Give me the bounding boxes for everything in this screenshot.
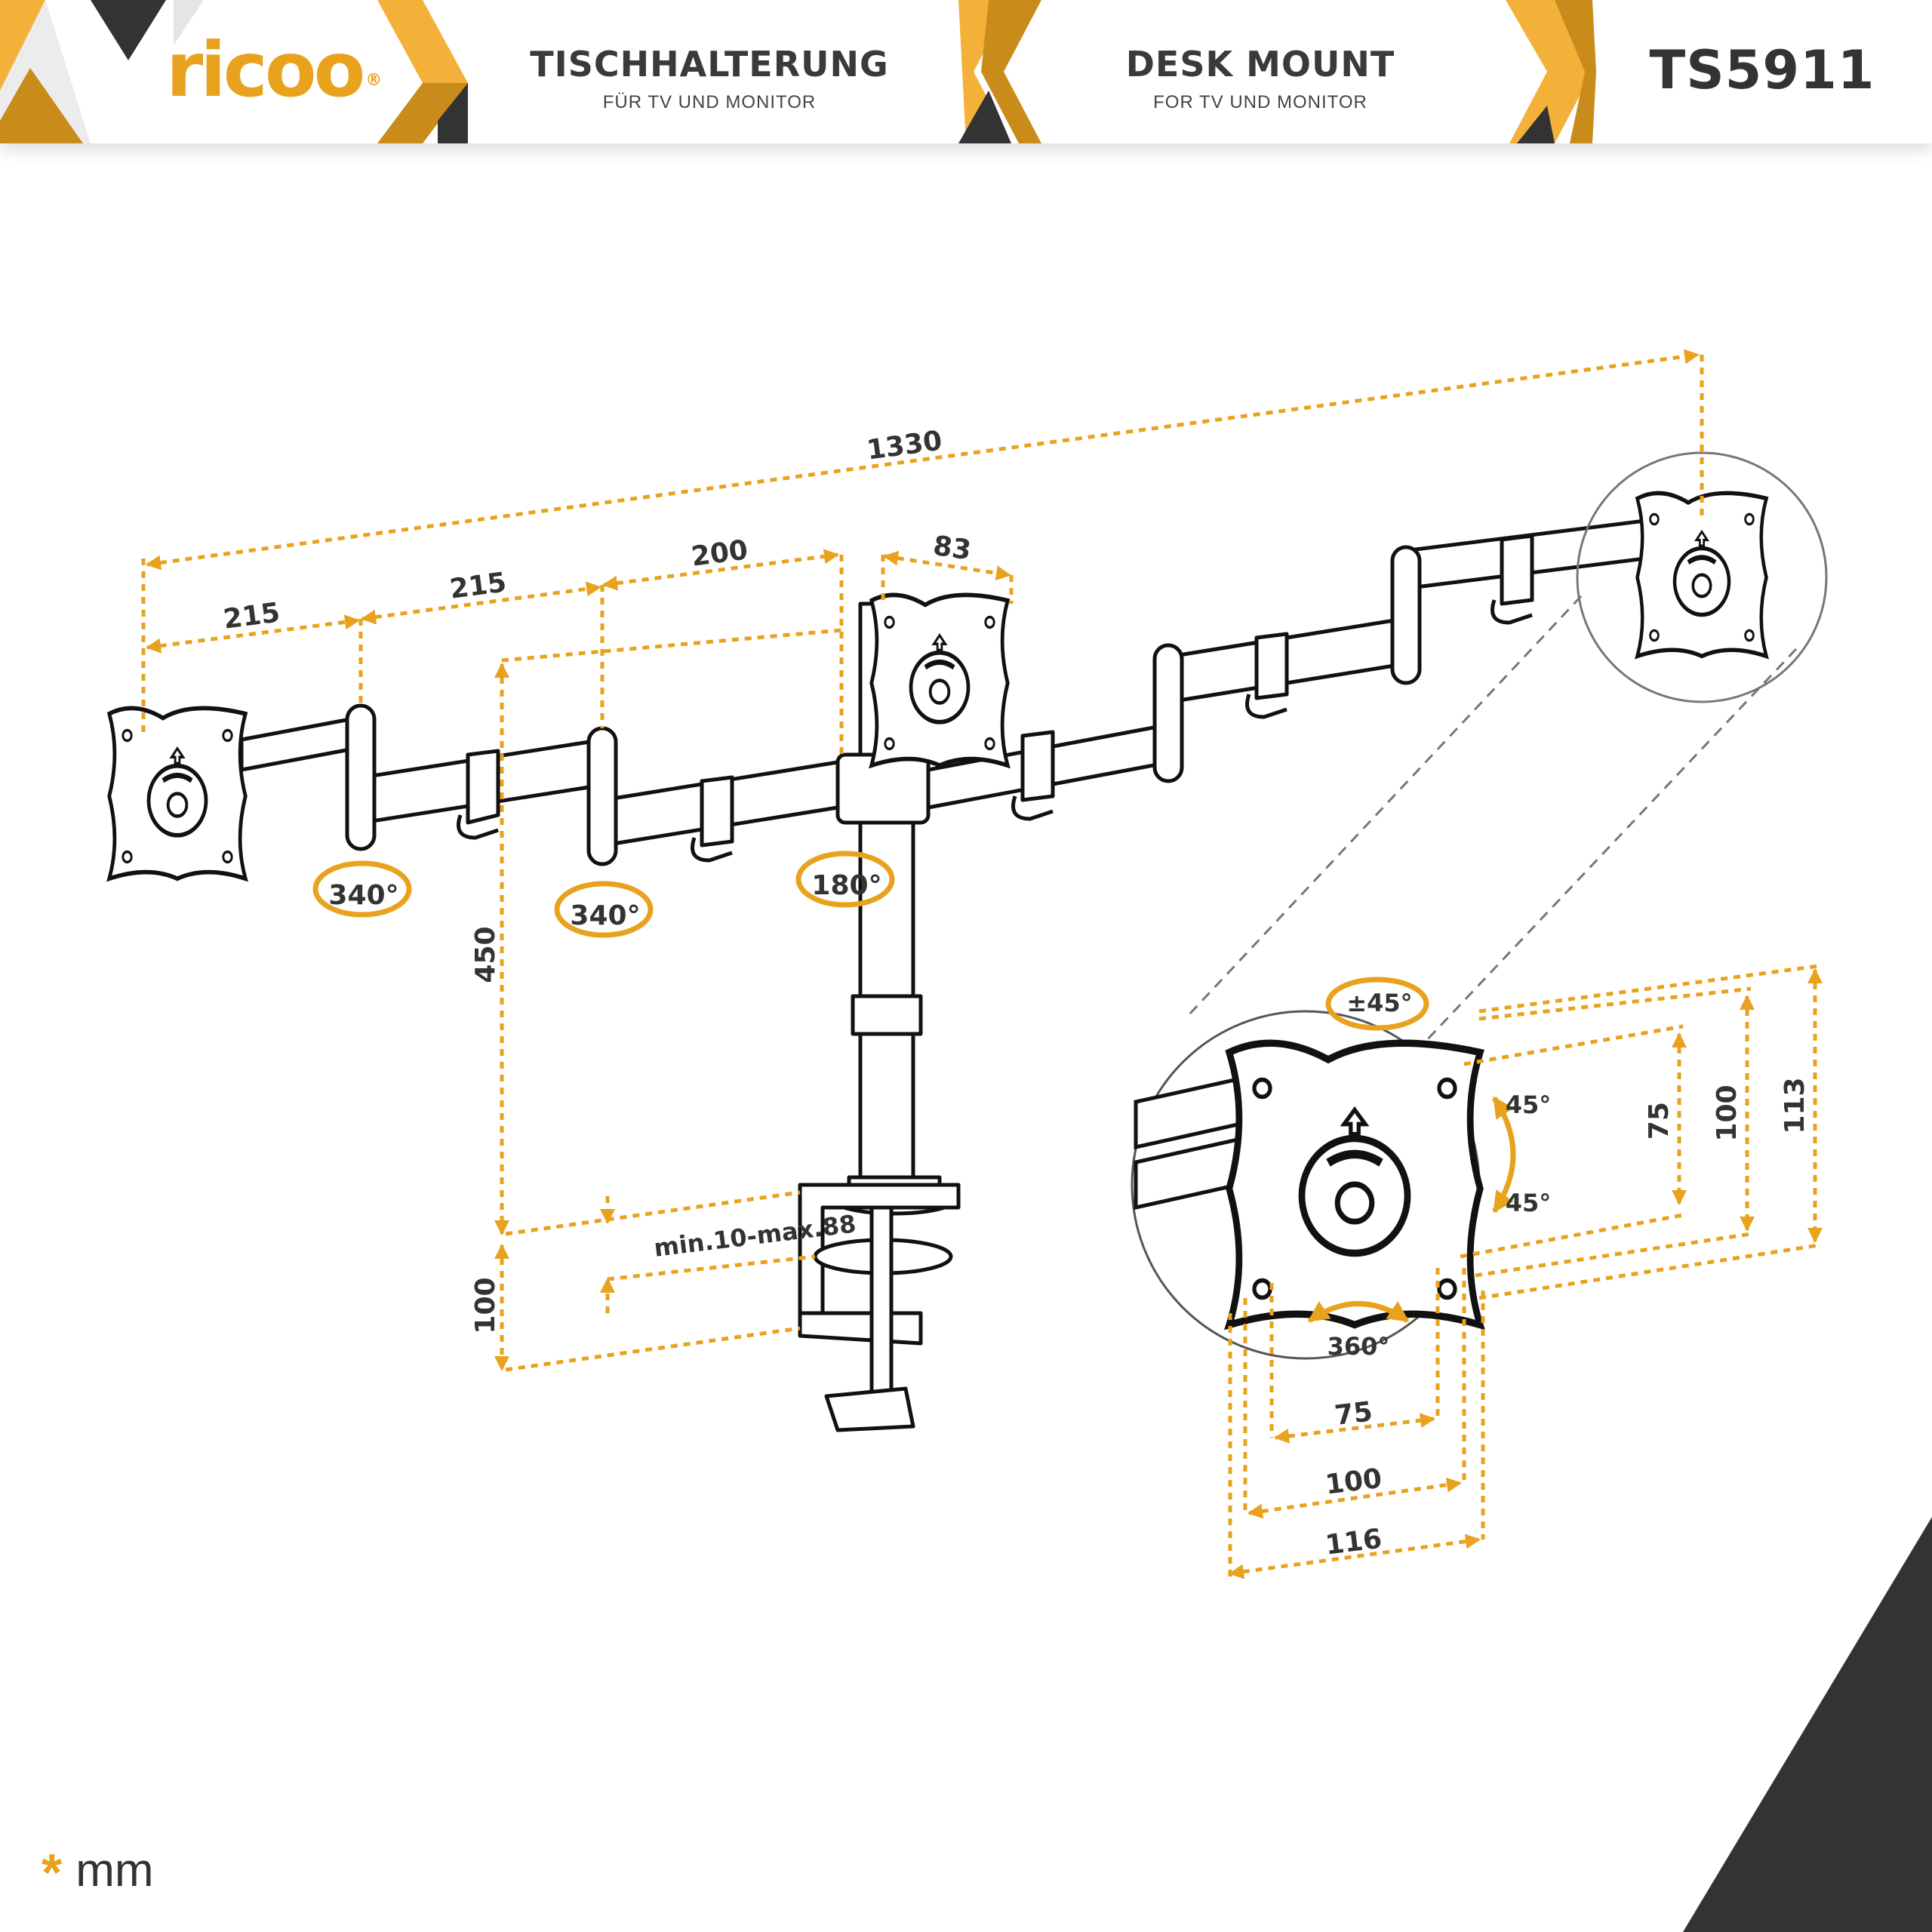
rot-joint-mid: 340° [570,900,640,931]
dim-450: 450 [470,926,501,983]
detail-swivel-up: 45° [1506,1091,1552,1119]
detail-rotate: 360° [1327,1332,1390,1361]
tilt-ring [1325,977,1429,1031]
rotation-ring-mid [554,881,654,938]
rotate-arc [1307,1301,1410,1323]
german-subtitle: FÜR TV UND MONITOR [602,92,817,112]
vesa-plate-detail [1229,1043,1481,1324]
german-title-block: TISCHHALTERUNG FÜR TV UND MONITOR [513,45,906,113]
ricoo-logo: ricoo® [166,26,383,114]
mount-drawing [239,518,1647,1432]
header-decoration [0,0,1596,143]
vesa-plate-right [1638,493,1767,656]
vesa-plate-left [109,708,246,878]
dim-83: 83 [931,531,973,567]
dim-100-clamp: 100 [470,1277,501,1334]
detail-vesa-h-75: 75 [1333,1396,1374,1432]
detail-swivel-down: 45° [1506,1189,1552,1217]
rotation-ring-left [312,860,412,918]
dim-215-a: 215 [222,597,282,635]
unit-star: * [42,1843,63,1902]
dim-1330: 1330 [865,426,944,466]
unit-note: *mm [42,1838,154,1902]
dim-200: 200 [690,534,750,572]
english-subtitle: FOR TV UND MONITOR [1153,92,1367,112]
header-banner: ricoo® TISCHHALTERUNG FÜR TV UND MONITOR… [0,0,1932,143]
detail-view [1134,1076,1240,1211]
detail-tilt: ±45° [1346,989,1412,1017]
detail-vesa-v-100: 100 [1712,1084,1743,1141]
detail-vesa-v-75: 75 [1644,1102,1675,1140]
detail-vesa-h-100: 100 [1324,1463,1384,1501]
vesa-plate-center [872,595,1008,765]
rot-joint-center: 180° [811,870,881,901]
registered-mark: ® [365,71,383,90]
swivel-arc [1492,1096,1516,1214]
dim-215-b: 215 [448,567,509,605]
arm-left-outer [239,715,365,772]
model-number: TS5911 [1649,39,1875,101]
rot-joint-left: 340° [328,880,398,911]
unit-label: mm [75,1844,154,1897]
detail-plate-w: 116 [1324,1524,1384,1561]
zoom-circle-small [1576,451,1828,703]
german-title: TISCHHALTERUNG [530,44,889,85]
rotation-ring-center [795,851,895,908]
english-title-block: DESK MOUNT FOR TV UND MONITOR [1064,45,1457,113]
english-title: DESK MOUNT [1125,44,1395,85]
detail-plate-h: 113 [1780,1077,1810,1134]
logo-text: ricoo [166,26,365,114]
